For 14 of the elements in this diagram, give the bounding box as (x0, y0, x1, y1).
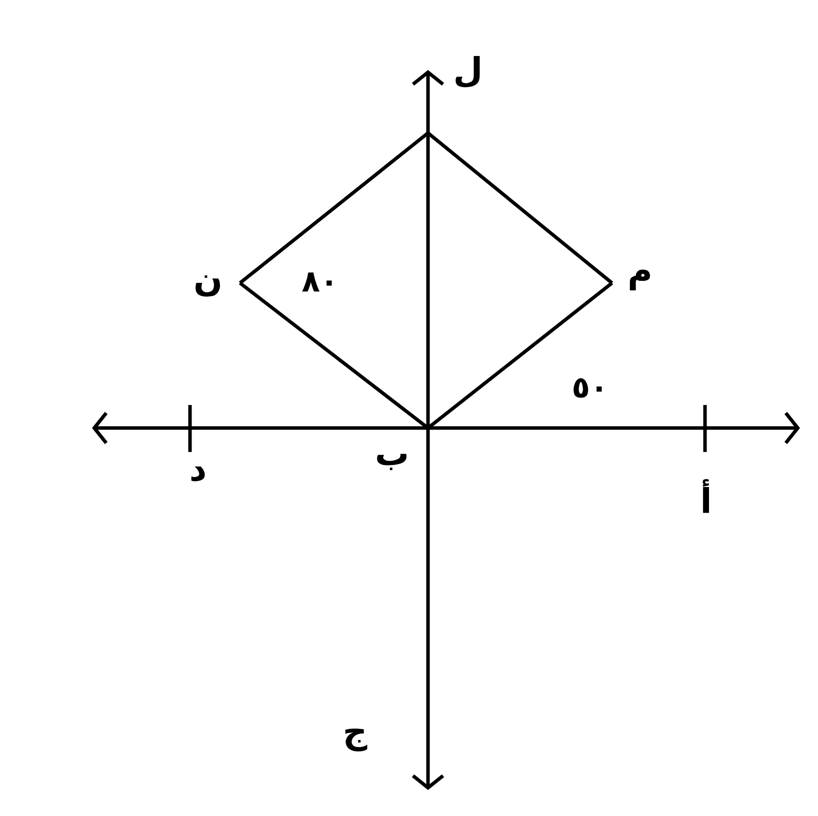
line-segment (426, 282, 614, 430)
arrow (412, 70, 444, 428)
angle-label: ٥٠ (574, 378, 602, 398)
point-label: ل (456, 56, 480, 88)
line-segment (238, 130, 614, 284)
point-label: ج (345, 728, 368, 752)
arrow (412, 428, 444, 790)
point-label: ن (196, 275, 220, 297)
point-label: م (630, 270, 650, 290)
angle-label: ٨٠ (302, 272, 332, 292)
point-label: ب (377, 454, 406, 470)
point-label: د (191, 466, 205, 482)
line-segment (238, 282, 430, 430)
point-label: أ (702, 479, 709, 513)
